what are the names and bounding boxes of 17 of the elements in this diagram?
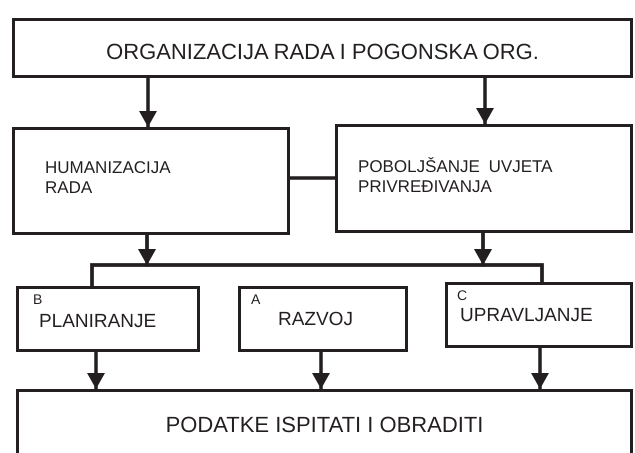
box-label: RAZVOJ: [278, 309, 353, 331]
process-box: [12, 18, 633, 78]
process-box: [12, 127, 290, 235]
box-label: UPRAVLJANJE: [460, 305, 593, 327]
process-box: [16, 389, 633, 453]
box-label: POBOLJŠANJE UVJETA PRIVREĐIVANJA: [358, 157, 554, 196]
process-box: [238, 286, 408, 352]
letter-label: C: [457, 287, 468, 303]
process-box: [445, 282, 633, 348]
box-label: PLANIRANJE: [39, 311, 156, 333]
box-label: ORGANIZACIJA RADA I POGONSKA ORG.: [105, 39, 540, 65]
process-box: [16, 286, 200, 352]
process-box: [335, 124, 633, 233]
box-label: PODATKE ISPITATI I OBRADITI: [164, 412, 484, 438]
letter-label: B: [33, 291, 42, 307]
letter-label: A: [251, 291, 260, 307]
box-label: HUMANIZACIJA RADA: [45, 158, 172, 198]
